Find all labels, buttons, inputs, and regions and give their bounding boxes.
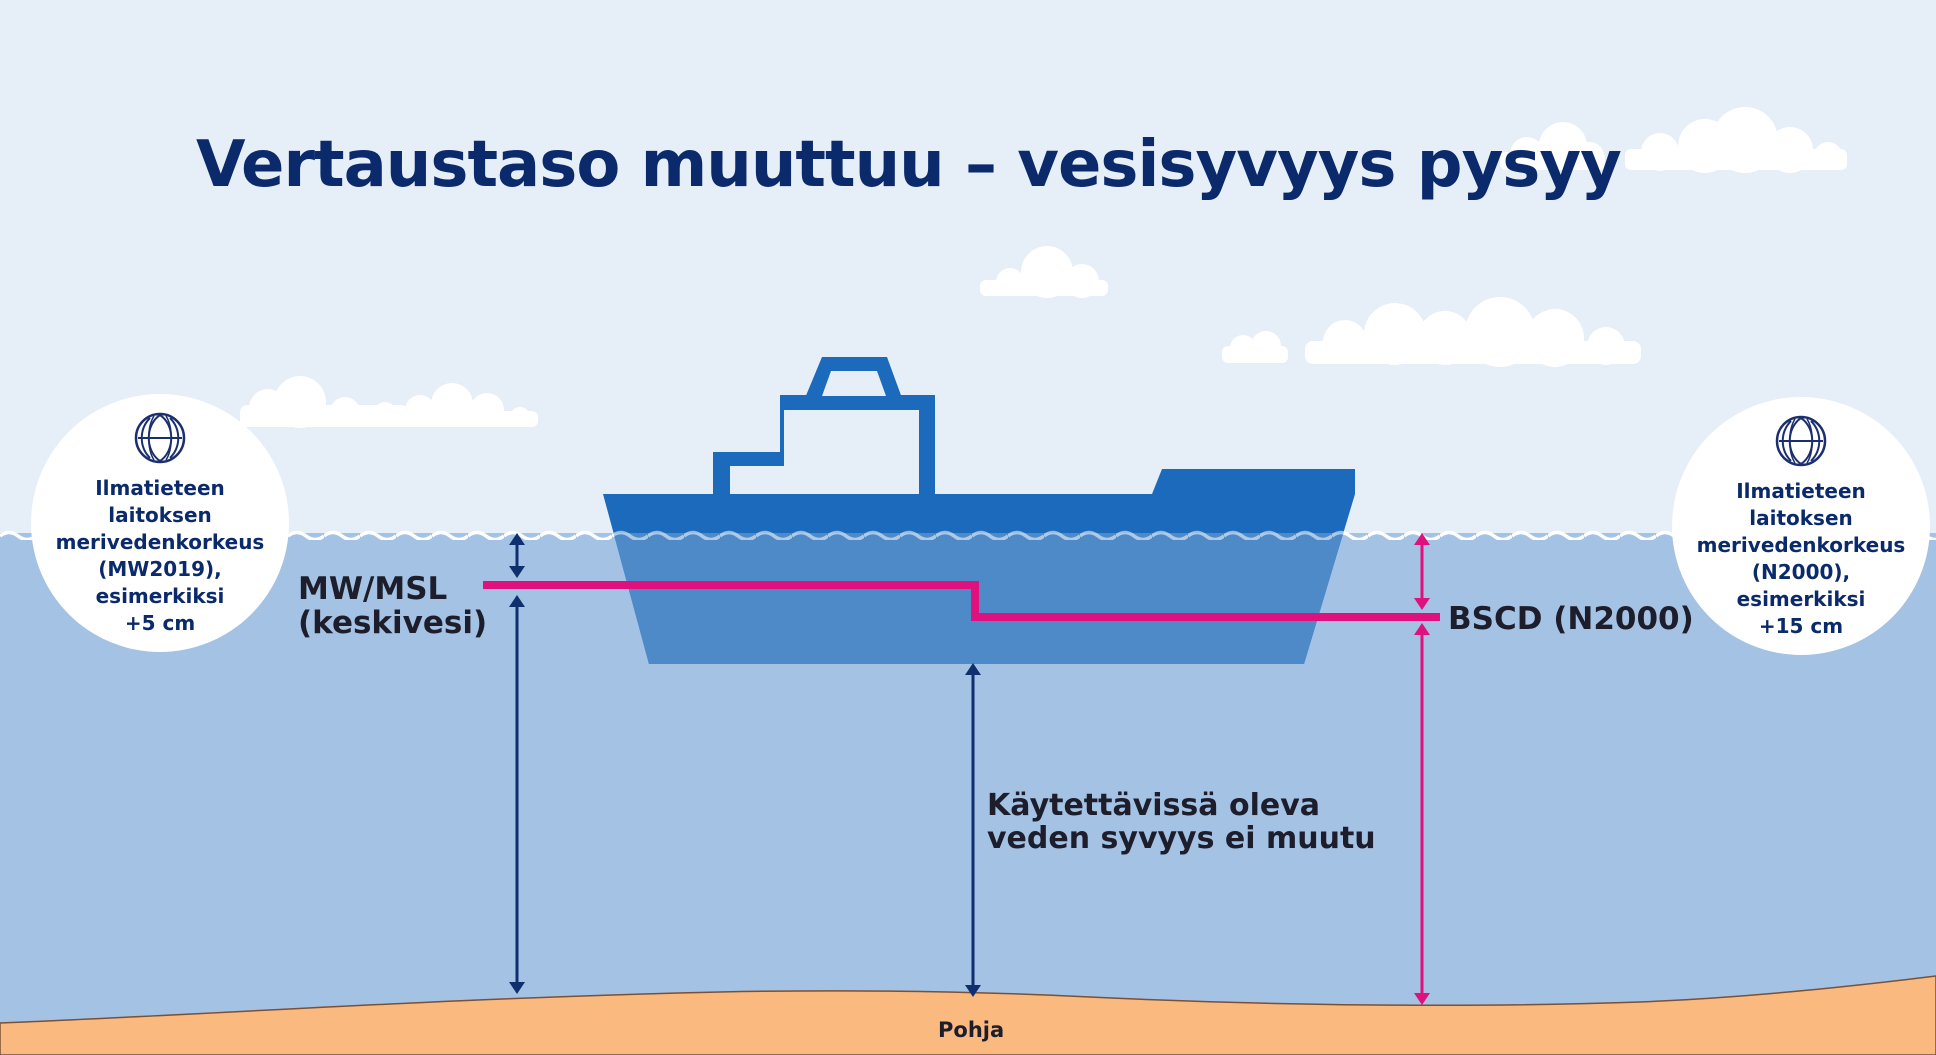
available-depth-label-line: Käytettävissä oleva	[987, 788, 1321, 823]
badge-line: merivedenkorkeus	[55, 530, 265, 554]
cloud	[1625, 107, 1847, 173]
cloud	[1500, 122, 1605, 171]
mw-msl-label-line: (keskivesi)	[298, 605, 488, 641]
fmi-badge-n2000: Ilmatieteen laitoksen merivedenkorkeus (…	[1672, 397, 1930, 655]
mw-msl-label-line: MW/MSL	[298, 571, 448, 607]
seabed	[0, 975, 1936, 1055]
badge-line: +15 cm	[1758, 614, 1844, 638]
seabed-label: Pohja	[938, 1018, 1005, 1042]
cloud	[1222, 331, 1288, 363]
page-title: Vertaustaso muuttuu – vesisyvyys pysyy	[196, 128, 1622, 202]
badge-line: Ilmatieteen	[1736, 479, 1866, 503]
badge-line: (MW2019),	[98, 557, 222, 581]
cloud	[240, 376, 408, 428]
badge-line: laitoksen	[108, 503, 212, 527]
cloud	[1305, 297, 1641, 367]
ship-bow-deck	[1152, 469, 1355, 494]
mw-depth-arrow	[509, 595, 525, 994]
available-depth-label: Käytettävissä oleva veden syvyys ei muut…	[987, 789, 1376, 855]
mw-msl-label: MW/MSL (keskivesi)	[298, 572, 487, 640]
datum-line	[483, 581, 1440, 621]
sky-background	[0, 0, 1936, 545]
ship-hull-underwater	[603, 533, 1355, 664]
badge-line: esimerkiksi	[95, 584, 225, 608]
fmi-logo-icon	[1775, 415, 1827, 467]
badge-line: (N2000),	[1751, 560, 1851, 584]
bscd-label: BSCD (N2000)	[1448, 601, 1694, 637]
badge-caption: Ilmatieteen laitoksen merivedenkorkeus (…	[56, 475, 265, 637]
available-depth-arrow	[965, 663, 981, 997]
available-depth-label-line: veden syvyys ei muutu	[987, 821, 1376, 856]
ship-bridge-window	[822, 371, 886, 396]
fmi-logo-icon	[134, 412, 186, 464]
fmi-badge-mw2019: Ilmatieteen laitoksen merivedenkorkeus (…	[31, 394, 289, 652]
bscd-offset-arrow	[1414, 533, 1430, 610]
cloud	[980, 246, 1108, 298]
mw-offset-arrow	[509, 533, 525, 578]
badge-line: Ilmatieteen	[95, 476, 225, 500]
clouds	[240, 107, 1847, 428]
bscd-depth-arrow	[1414, 623, 1430, 1005]
badge-line: +5 cm	[124, 611, 196, 635]
badge-line: merivedenkorkeus	[1696, 533, 1906, 557]
badge-caption: Ilmatieteen laitoksen merivedenkorkeus (…	[1697, 478, 1906, 640]
badge-line: esimerkiksi	[1736, 587, 1866, 611]
cloud	[388, 383, 538, 427]
badge-line: laitoksen	[1749, 506, 1853, 530]
